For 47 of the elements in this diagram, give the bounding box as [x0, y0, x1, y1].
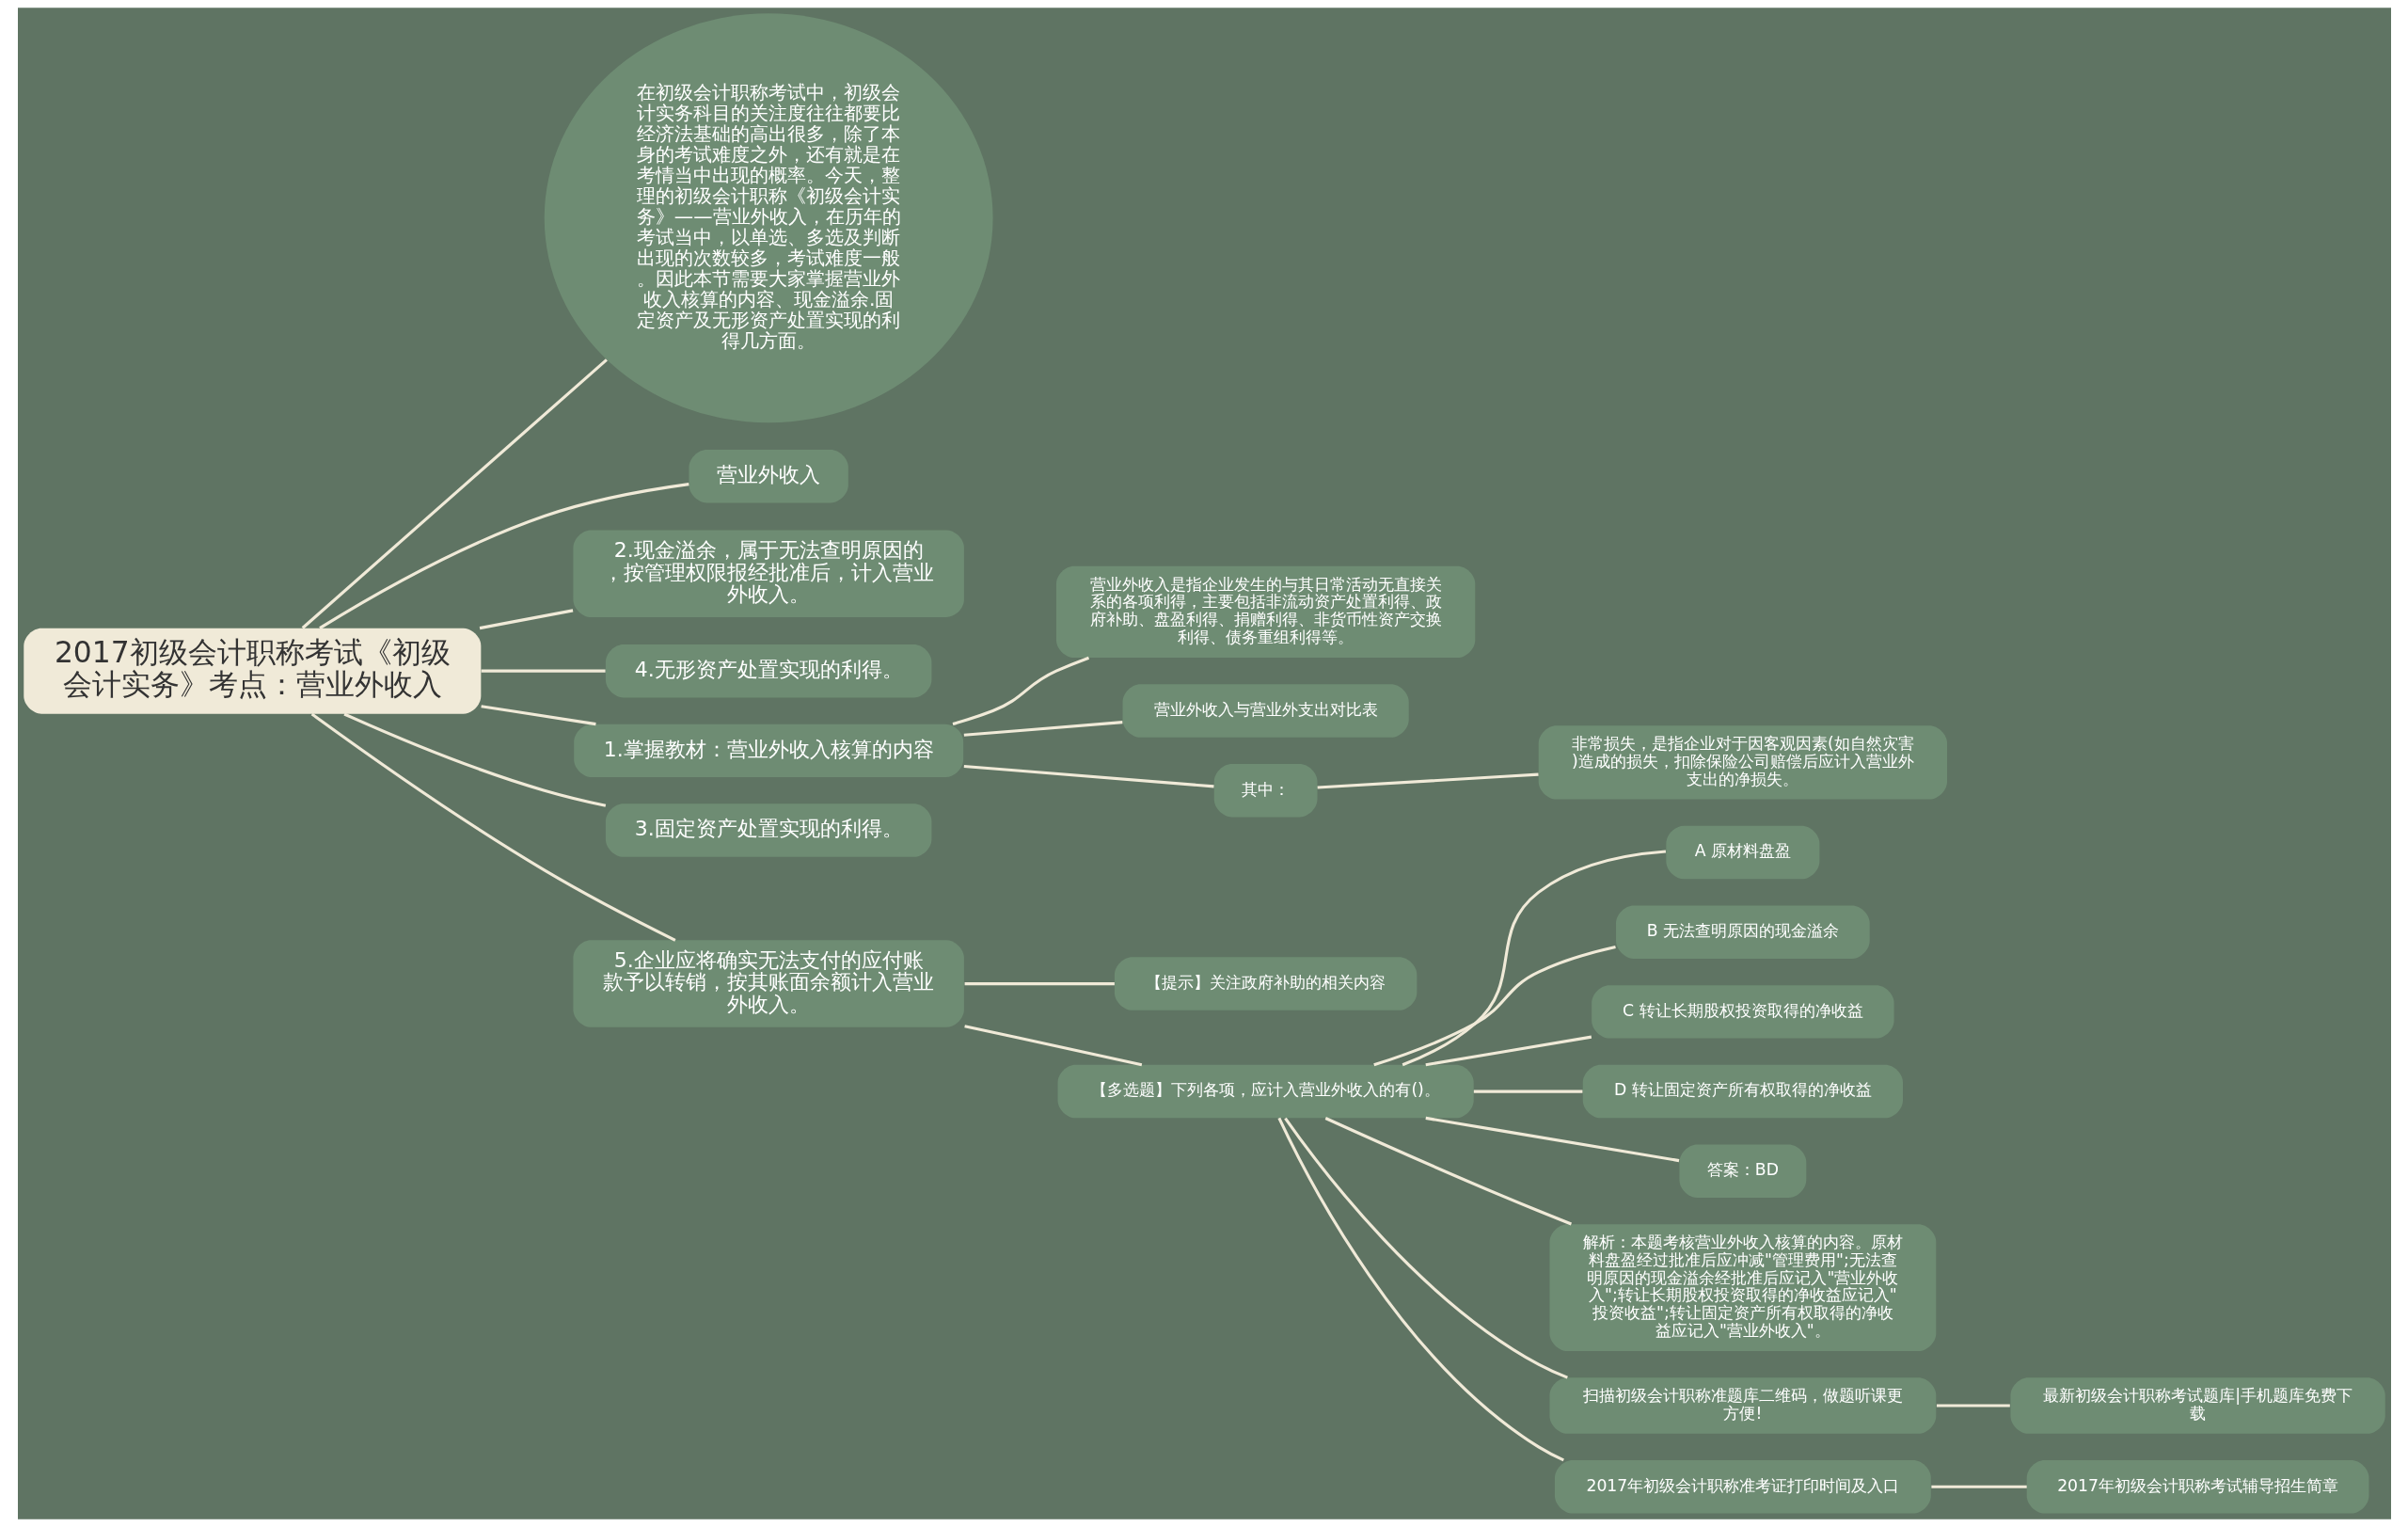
node-box: 4.无形资产处置实现的利得。	[605, 644, 931, 698]
node-box: 5.企业应将确实无法支付的应付账款予以转销，按其账面余额计入营业外收入。	[572, 940, 964, 1027]
connector	[1936, 1404, 2010, 1408]
node-box: 营业外收入是指企业发生的与其日常活动无直接关系的各项利得，主要包括非流动资产处置利得、政府补助、盘盈利得、捐赠利得、非货币性资产交换利得、债务重组利得等。	[1055, 565, 1475, 659]
connector	[1425, 1035, 1592, 1067]
connector	[1324, 1117, 1572, 1226]
node-box: 2017年初级会计职称考试辅导招生简章	[2026, 1460, 2368, 1514]
node-box: A 原材料盘盈	[1665, 825, 1819, 880]
node-box: 解析：本题考核营业外收入核算的内容。原材料盘盈经过批准后应冲减"管理费用";无法查明原因的现金溢余经批准后应记入"营业外收入";转让长期股权投资取得的净收益应记入"投资收益";转让固定资产所有权取得的净收益应记入"营业外收入"。	[1548, 1224, 1936, 1352]
node-box: 2.现金溢余，属于无法查明原因的，按管理权限报经批准后，计入营业外收入。	[572, 530, 964, 617]
node-box: 1.掌握教材：营业外收入核算的内容	[573, 724, 963, 778]
node-box: 非常损失，是指企业对于因客观因素(如自然灾害)造成的损失，扣除保险公司赔偿后应计入营业外支出的净损失。	[1538, 725, 1947, 800]
connector	[1372, 945, 1616, 1067]
connector	[1930, 1485, 2027, 1488]
connector	[1317, 772, 1539, 789]
node-box: D 转让固定资产所有权取得的净收益	[1582, 1064, 1903, 1119]
node-box: 其中：	[1213, 763, 1317, 818]
connector	[310, 712, 676, 942]
node-box: B 无法查明原因的现金溢余	[1615, 905, 1870, 959]
connector	[301, 358, 608, 629]
node-box: 【提示】关注政府补助的相关内容	[1114, 957, 1417, 1010]
node-box: 营业外收入	[689, 450, 848, 503]
connector	[963, 721, 1122, 737]
connector	[479, 609, 573, 630]
connector	[1473, 1090, 1582, 1093]
node-box: 3.固定资产处置实现的利得。	[605, 803, 931, 857]
connector	[1425, 1116, 1679, 1163]
connector	[963, 1025, 1142, 1067]
node-box: 最新初级会计职称考试题库|手机题库免费下载	[2009, 1377, 2385, 1434]
connector	[480, 705, 596, 726]
node-box: 【多选题】下列各项，应计入营业外收入的有()。	[1057, 1064, 1474, 1119]
connector	[963, 764, 1214, 788]
connector	[481, 669, 606, 673]
connector	[1276, 1117, 1564, 1462]
node-box: 扫描初级会计职称准题库二维码，做题听课更方便!	[1548, 1377, 1936, 1434]
connector	[1283, 1117, 1568, 1379]
node-circle: 在初级会计职称考试中，初级会计实务科目的关注度往往都要比经济法基础的高出很多，除了本身的考试难度之外，还有就是在考情当中出现的概率。今天，整理的初级会计职称《初级会计实务》——营业外收入，在历年的考试当中，以单选、多选及判断出现的次数较多，考试难度一般。因此本节需要大家掌握营业外收入核算的内容、现金溢余.固定资产及无形资产处置实现的利得几方面。	[544, 13, 993, 423]
node-box: 2017初级会计职称考试《初级会计实务》考点：营业外收入	[23, 628, 481, 714]
connector	[964, 982, 1115, 986]
node-box: 2017年初级会计职称准考证打印时间及入口	[1554, 1460, 1931, 1514]
connector	[952, 656, 1089, 725]
connector	[342, 712, 606, 807]
node-box: 营业外收入与营业外支出对比表	[1122, 684, 1409, 738]
connector	[1402, 850, 1666, 1067]
connector	[318, 483, 689, 629]
node-box: C 转让长期股权投资取得的净收益	[1591, 985, 1894, 1039]
node-box: 答案：BD	[1678, 1144, 1806, 1198]
